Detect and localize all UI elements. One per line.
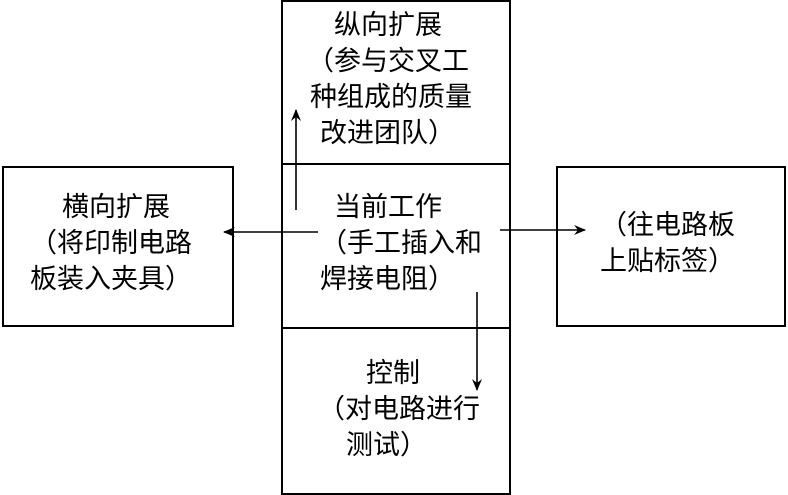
center-column-box (281, 0, 511, 495)
top-line-3: 种组成的质量 (310, 82, 472, 113)
right-line-2: 上贴标签） (600, 246, 735, 277)
left-box (2, 166, 234, 327)
top-box-divider (281, 163, 511, 165)
bottom-box-divider (281, 327, 511, 329)
bottom-line-3: 测试） (346, 430, 427, 461)
left-title: 横向扩展 (62, 192, 170, 223)
left-line-3: 板装入夹具） (30, 264, 192, 295)
center-line-2: （手工插入和 (320, 228, 482, 259)
top-line-2: （参与交叉工 (307, 46, 469, 77)
center-title: 当前工作 (334, 192, 442, 223)
right-box (556, 166, 786, 327)
top-title: 纵向扩展 (334, 10, 442, 41)
right-line-1: （往电路板 (600, 210, 735, 241)
center-line-3: 焊接电阻） (320, 264, 455, 295)
bottom-line-2: （对电路进行 (318, 394, 480, 425)
left-line-2: （将印制电路 (30, 228, 192, 259)
bottom-title: 控制 (366, 358, 420, 389)
top-line-4: 改进团队） (320, 118, 455, 149)
